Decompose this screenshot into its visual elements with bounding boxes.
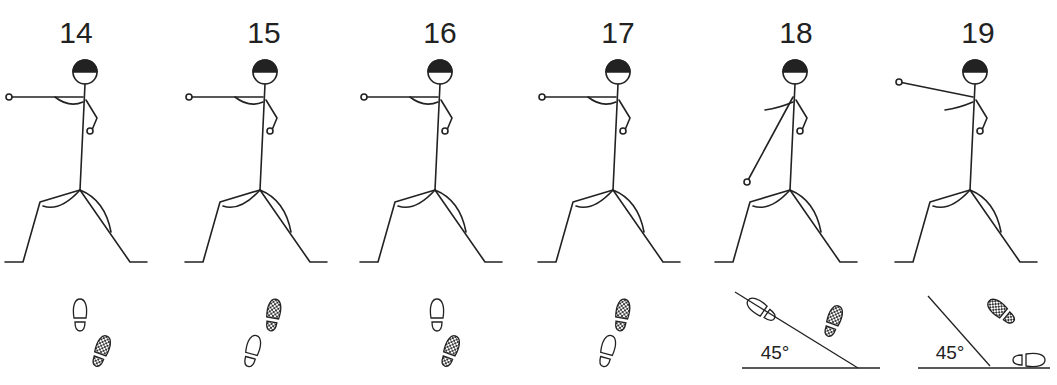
footprint [613, 298, 632, 332]
stick-figure [895, 60, 1037, 262]
footprint [73, 299, 86, 331]
footprint [985, 296, 1018, 327]
angle-label: 45° [759, 343, 792, 362]
footprint [90, 334, 113, 369]
footprint [597, 334, 618, 368]
step-number: 15 [247, 18, 280, 48]
step-number: 14 [59, 18, 92, 48]
angle-lines [735, 292, 1050, 368]
stick-figure [185, 60, 327, 262]
footprint [264, 298, 283, 332]
footprint [822, 304, 845, 339]
angle-label: 45° [934, 343, 967, 362]
footprint [430, 299, 443, 331]
step-number: 16 [423, 18, 456, 48]
stick-figure [715, 60, 857, 262]
footprint [439, 334, 462, 369]
stick-figure [538, 60, 680, 262]
step-number: 17 [601, 18, 634, 48]
step-number: 19 [961, 18, 994, 48]
stick-figure [5, 60, 147, 262]
stick-figure [360, 60, 502, 262]
step-number: 18 [779, 18, 812, 48]
footprint [744, 295, 778, 324]
footprint [1013, 353, 1045, 366]
footprint [242, 334, 263, 368]
